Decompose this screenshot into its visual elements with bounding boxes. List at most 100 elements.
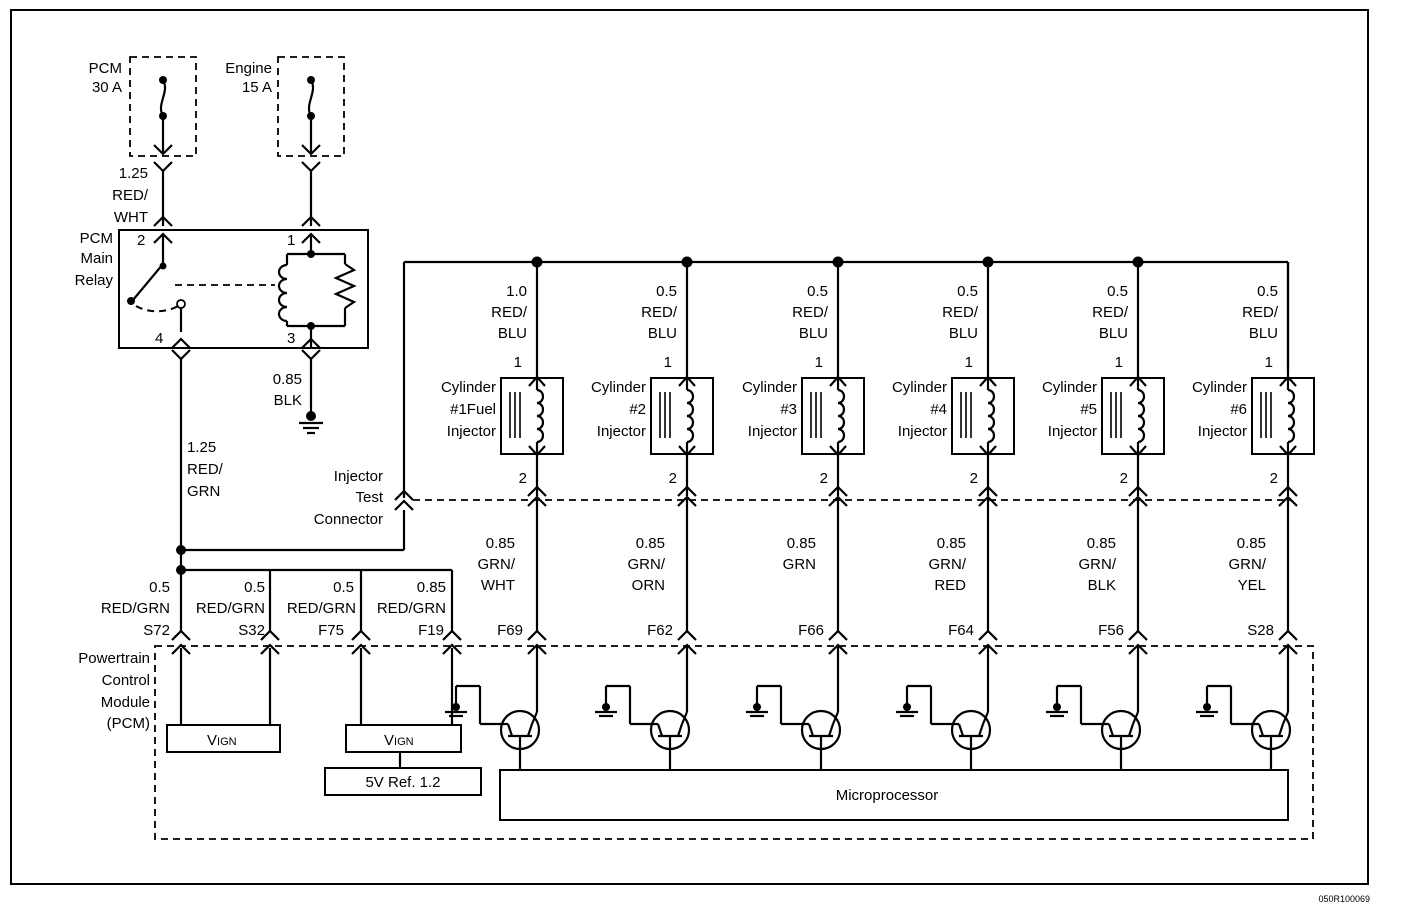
injector-control-label: GRN/: [1079, 556, 1117, 573]
input-f75-gauge: 0.5: [333, 579, 354, 596]
injector-label: Injector: [597, 423, 646, 440]
test-connector-label-3: Connector: [314, 511, 383, 528]
injector-pin-1: 1: [664, 354, 672, 371]
injector-label: Cylinder: [892, 379, 947, 396]
injector-control-label: ORN: [632, 577, 665, 594]
injector-supply-label: 0.5: [957, 283, 978, 300]
injector-pcm-pin: F66: [798, 622, 824, 639]
injector-label: Injector: [447, 423, 496, 440]
pcm-label-3: Module: [101, 694, 150, 711]
test-connector-label-1: Injector: [334, 468, 383, 485]
injector-control-label: 0.85: [937, 535, 966, 552]
injector-pin-2: 2: [519, 470, 527, 487]
injector-control-label: YEL: [1238, 577, 1266, 594]
ref-5v-label: 5V Ref. 1.2: [365, 774, 440, 791]
injector-supply-label: BLU: [799, 325, 828, 342]
injector-supply-label: 1.0: [506, 283, 527, 300]
injector-circuit-6: 0.5RED/BLU1Cylinder#6Injector20.85GRN/YE…: [1192, 262, 1315, 770]
injector-supply-label: 0.5: [807, 283, 828, 300]
injector-label: Injector: [1198, 423, 1247, 440]
relay-ground-wire: 0.85 BLK: [273, 349, 323, 435]
injector-control-label: GRN/: [929, 556, 967, 573]
input-s72-color: RED/GRN: [101, 600, 170, 617]
vign-1-label: VIGN: [207, 732, 237, 749]
fuse-engine-wire: [301, 161, 321, 227]
injector-supply-label: BLU: [498, 325, 527, 342]
injector-label: Cylinder: [441, 379, 496, 396]
injector-supply-label: 0.5: [656, 283, 677, 300]
injector-control-label: 0.85: [787, 535, 816, 552]
injector-body: [500, 377, 564, 455]
injector-supply-label: RED/: [1092, 304, 1129, 321]
injector-pin-1: 1: [1265, 354, 1273, 371]
pcm-input-connector-0: [171, 629, 191, 655]
injector-label: #5: [1080, 401, 1097, 418]
input-s32-pin: S32: [238, 622, 265, 639]
injector-body: [1101, 377, 1165, 455]
pcm-label-4: (PCM): [107, 715, 150, 732]
wire-ground-gauge: 0.85: [273, 371, 302, 388]
injector-label: Injector: [1048, 423, 1097, 440]
injector-label: Cylinder: [1042, 379, 1097, 396]
relay-pin-1: 1: [287, 232, 295, 249]
injector-control-label: BLK: [1088, 577, 1116, 594]
injector-control-label: GRN/: [1229, 556, 1267, 573]
injector-label: Injector: [898, 423, 947, 440]
injector-pin-1: 1: [514, 354, 522, 371]
injector-pin-2: 2: [1270, 470, 1278, 487]
input-f19-color: RED/GRN: [377, 600, 446, 617]
ground-icon: [1053, 703, 1061, 711]
vign-2-main: V: [384, 732, 394, 749]
wire-relay-color-b: GRN: [187, 483, 220, 500]
relay-label-3: Relay: [75, 272, 114, 289]
injector-pin-2: 2: [970, 470, 978, 487]
injector-pin-1: 1: [815, 354, 823, 371]
input-f75-color: RED/GRN: [287, 600, 356, 617]
pcm-input-connector-3: [442, 629, 462, 655]
pcm-label-2: Control: [102, 672, 150, 689]
relay-label-2: Main: [80, 250, 113, 267]
pcm-input-labels: 0.5 RED/GRN S72 0.5 RED/GRN S32 0.5 RED/…: [101, 579, 446, 639]
wire-ground-color: BLK: [274, 392, 302, 409]
vign-1-main: V: [207, 732, 217, 749]
injector-body: [801, 377, 865, 455]
injector-label: #4: [930, 401, 947, 418]
relay-output-wire: 1.25 RED/ GRN: [171, 349, 224, 550]
injector-control-label: RED: [934, 577, 966, 594]
injector-control-label: 0.85: [1087, 535, 1116, 552]
input-s72-gauge: 0.5: [149, 579, 170, 596]
injector-pin-2: 2: [820, 470, 828, 487]
injector-label: #2: [629, 401, 646, 418]
pcm-main-relay: PCM Main Relay 2 4 1 3: [75, 229, 369, 349]
injector-circuits: 1.0RED/BLU1Cylinder#1FuelInjector20.85GR…: [441, 256, 1315, 770]
pcm-input-wires: [176, 550, 454, 631]
injector-supply-label: RED/: [942, 304, 979, 321]
injector-supply-label: BLU: [648, 325, 677, 342]
injector-control-label: GRN: [783, 556, 816, 573]
injector-supply-label: 0.5: [1107, 283, 1128, 300]
injector-body: [951, 377, 1015, 455]
pcm-input-connector-2: [351, 629, 371, 655]
pcm-input-connectors: [171, 629, 462, 655]
wire-relay-gauge: 1.25: [187, 439, 216, 456]
input-s32-color: RED/GRN: [196, 600, 265, 617]
pcm-label-1: Powertrain: [78, 650, 150, 667]
injector-label: #3: [780, 401, 797, 418]
fuse-engine-rating: 15 A: [242, 79, 272, 96]
injector-supply-label: 0.5: [1257, 283, 1278, 300]
injector-supply-label: RED/: [491, 304, 528, 321]
injector-control-label: WHT: [481, 577, 515, 594]
injector-body: [1251, 377, 1315, 455]
test-connector-label-2: Test: [355, 489, 383, 506]
injector-circuit-2: 0.5RED/BLU1Cylinder#2Injector20.85GRN/OR…: [591, 256, 714, 770]
wire-relay-color-a: RED/: [187, 461, 224, 478]
fuse-engine-name: Engine: [225, 60, 272, 77]
wire-fuse1-color-a: RED/: [112, 187, 149, 204]
injector-supply-label: BLU: [949, 325, 978, 342]
injector-pcm-pin: S28: [1247, 622, 1274, 639]
relay-pin-2: 2: [137, 232, 145, 249]
pcm-input-connector-1: [260, 629, 280, 655]
injector-pin-1: 1: [965, 354, 973, 371]
vign-2-label: VIGN: [384, 732, 414, 749]
injector-pcm-pin: F69: [497, 622, 523, 639]
